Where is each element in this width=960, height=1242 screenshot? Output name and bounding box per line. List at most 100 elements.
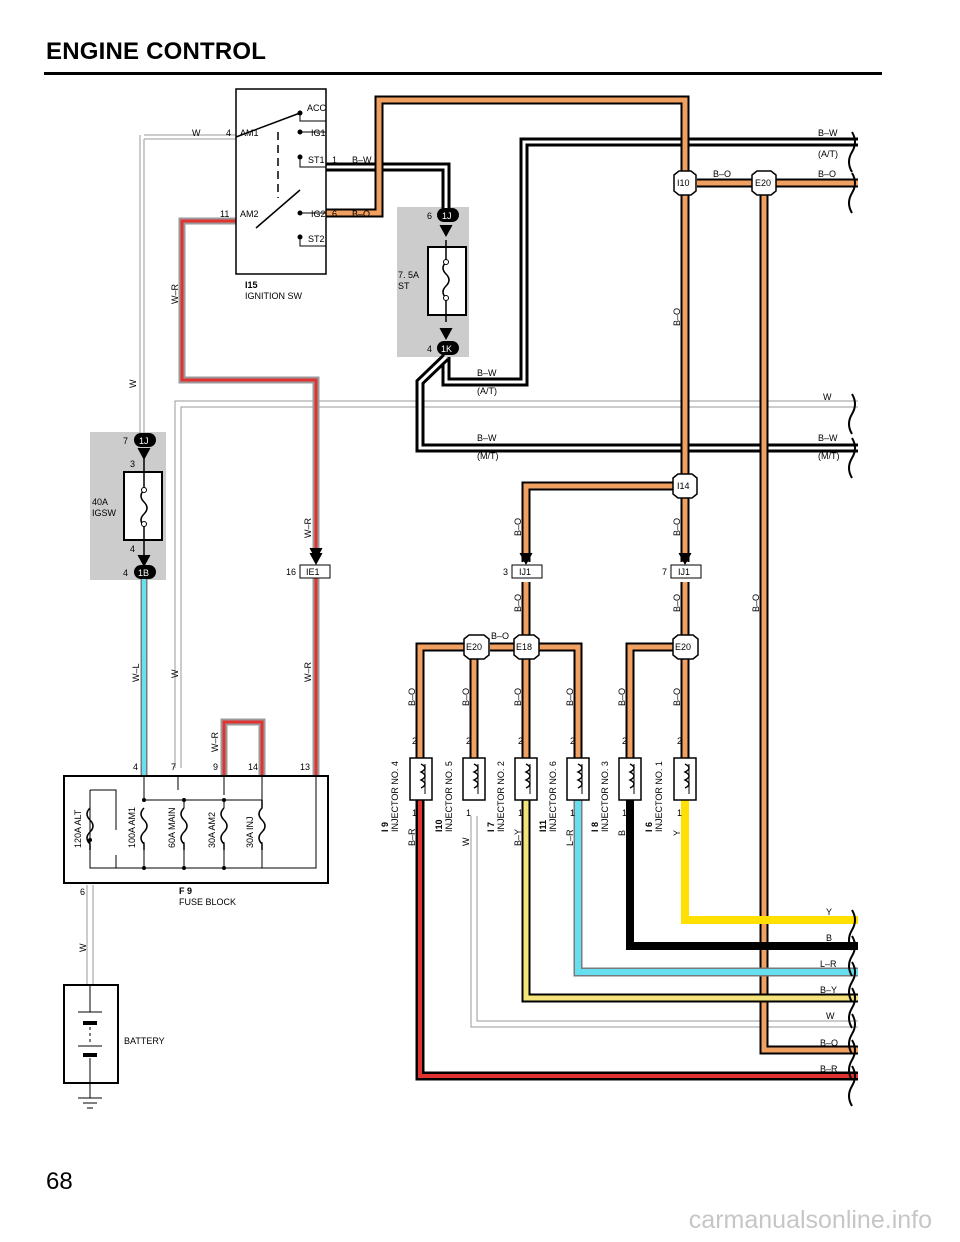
svg-text:W: W [170,669,180,678]
fuse-30a-am2: 30A AM2 [207,812,217,848]
fuse-igsw-conn-top: 1J [139,436,149,446]
injector-no6: 2 1 I11 INJECTOR NO. 6 B–O L–R [538,688,590,846]
fuse-block-pin-13: 13 [300,762,310,772]
svg-text:B–O: B–O [617,688,627,706]
svg-text:(A/T): (A/T) [818,149,838,159]
svg-text:B–W: B–W [477,368,497,378]
fuse-st-pin-top: 6 [427,211,432,221]
fuse-st-conn-top: 1J [442,211,452,221]
svg-text:W: W [826,1011,835,1021]
fuse-block-name: FUSE BLOCK [179,897,236,907]
wire-label-st1: B–W [352,155,372,165]
svg-text:INJECTOR NO. 2: INJECTOR NO. 2 [496,761,506,832]
wire-b [626,800,858,950]
fuse-st-pin-bottom: 4 [427,344,432,354]
wire-b-r [415,800,858,1081]
svg-text:(M/T): (M/T) [818,451,840,461]
svg-text:B–Y: B–Y [820,985,837,995]
fuse-100a-am1: 100A AM1 [127,807,137,848]
ign-st2-label: ST2 [308,234,325,244]
ign-acc-label: ACC [307,103,327,113]
svg-text:W–R: W–R [303,518,313,539]
ign-switch-id: I15 [245,280,258,290]
battery-label: BATTERY [124,1036,165,1046]
svg-text:W: W [78,943,88,952]
svg-text:2: 2 [622,736,627,746]
svg-text:B–O: B–O [491,631,509,641]
ign-ig1-label: IG1 [311,128,326,138]
connector-e18: E18 [513,634,540,660]
svg-text:B–R: B–R [820,1064,838,1074]
page-number: 68 [46,1168,73,1195]
svg-text:IJ1: IJ1 [678,567,690,577]
wire-l-r [573,800,858,977]
svg-text:(A/T): (A/T) [477,386,497,396]
fuse-st: 1J 6 1K 4 7. 5A ST [398,208,467,355]
svg-text:B–O: B–O [513,688,523,706]
svg-text:B–O: B–O [565,688,575,706]
connector-ij1-b: IJ1 7 [662,552,702,579]
svg-text:B–O: B–O [672,518,682,536]
svg-text:B–O: B–O [513,518,523,536]
svg-text:INJECTOR NO. 4: INJECTOR NO. 4 [390,761,400,832]
svg-text:I14: I14 [677,481,690,491]
fuse-block-pin-6: 6 [80,887,85,897]
ign-pin-am1: 4 [226,128,231,138]
svg-text:1: 1 [466,808,471,818]
svg-text:B–O: B–O [820,1038,838,1048]
svg-text:B–O: B–O [751,594,761,612]
svg-text:1: 1 [677,808,682,818]
svg-text:B–W: B–W [477,433,497,443]
svg-text:L–R: L–R [565,829,575,846]
svg-text:L–R: L–R [820,959,837,969]
injector-no2: 2 1 I 7 INJECTOR NO. 2 B–O B–Y [486,688,538,846]
fuse-st-rating: 7. 5A [398,270,419,280]
wire-labels: B–W (A/T) B–O B–O B–W (A/T) W B–W (M/T) … [78,128,840,1074]
fuse-30a-inj: 30A INJ [245,816,255,848]
ign-ig2-label: IG2 [311,209,326,219]
connector-i10: I10 [673,170,697,196]
page-title: ENGINE CONTROL [46,38,267,65]
svg-text:2: 2 [518,736,523,746]
fuse-block-pin-7: 7 [171,762,176,772]
fuse-igsw-rating: 40A [92,497,108,507]
title-rule [44,72,882,75]
svg-text:Y: Y [826,907,832,917]
fuse-block-id: F 9 [179,886,192,896]
fuse-igsw-pin-bottom: 4 [123,568,128,578]
wire-w-main [86,134,858,1028]
injector-no5: 2 1 I10 INJECTOR NO. 5 B–O W [434,688,486,846]
svg-text:2: 2 [412,736,417,746]
wire-y [681,800,858,924]
svg-text:I 7: I 7 [486,822,496,832]
ign-st1-label: ST1 [308,155,325,165]
svg-text:W–R: W–R [170,284,180,305]
svg-text:B–Y: B–Y [513,829,523,846]
battery: BATTERY [63,984,165,1109]
svg-text:E20: E20 [466,642,482,652]
wire-label-am1: W [192,128,201,138]
connector-e20-top: E20 [751,170,777,196]
svg-text:1: 1 [622,808,627,818]
ign-am1-label: AM1 [240,128,259,138]
injector-no4: 2 1 I 9 INJECTOR NO. 4 B–O B–R [380,688,433,846]
wire-label-ig2: B–O [352,209,370,219]
svg-text:INJECTOR NO. 1: INJECTOR NO. 1 [654,761,664,832]
ignition-switch: ACC IG1 ST1 IG2 ST2 AM1 AM2 4 11 1 6 W B… [192,88,372,301]
fuse-st-conn-bottom: 1K [441,344,452,354]
svg-text:16: 16 [286,567,296,577]
wire-b-y [521,800,858,1003]
svg-text:I 6: I 6 [644,822,654,832]
ign-switch-name: IGNITION SW [245,291,303,301]
svg-text:3: 3 [503,567,508,577]
ign-pin-st1: 1 [332,155,337,165]
connector-e20-left: E20 [463,634,490,660]
connector-ij1-a: IJ1 3 [503,552,543,579]
connector-ie1: IE1 16 [286,547,331,579]
svg-text:E20: E20 [755,178,771,188]
svg-text:B–O: B–O [818,169,836,179]
connector-e20-right: E20 [672,634,699,660]
continuation-marks [848,131,856,1107]
svg-text:I 9: I 9 [380,822,390,832]
